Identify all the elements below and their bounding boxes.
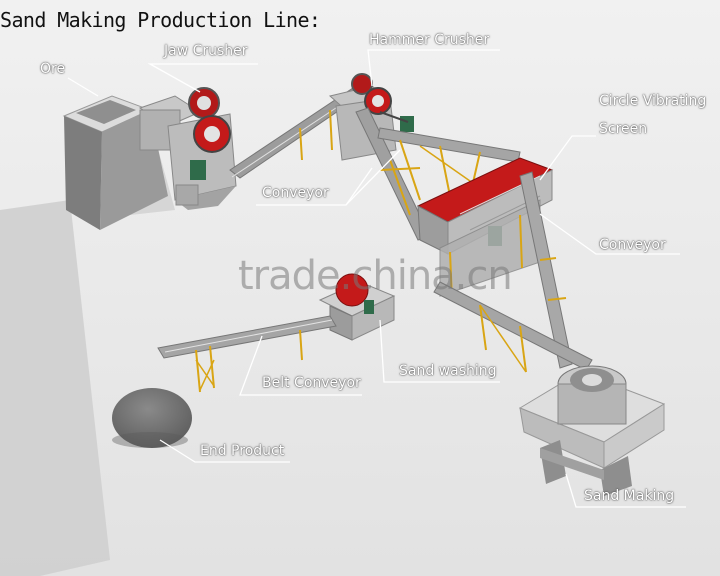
watermark: trade.china.cn bbox=[238, 253, 513, 299]
label-jaw-crusher: Jaw Crusher bbox=[164, 43, 248, 59]
label-hammer-crusher: Hammer Crusher bbox=[369, 32, 490, 48]
leader-hammer-crusher bbox=[367, 49, 500, 87]
ore-bin-shadow bbox=[0, 200, 110, 576]
leader-sand-making bbox=[565, 473, 686, 508]
leader-conveyor-right bbox=[539, 213, 680, 255]
leader-conveyor-left-2 bbox=[345, 167, 373, 206]
label-circle-vibrating-line2: Screen bbox=[599, 121, 648, 137]
leader-circle-vibrating-screen bbox=[539, 135, 596, 181]
conveyor-2 bbox=[355, 107, 431, 241]
label-end-product: End Product bbox=[200, 443, 285, 459]
label-conveyor-left: Conveyor bbox=[262, 185, 329, 201]
label-circle-vibrating-line1: Circle Vibrating bbox=[599, 93, 707, 109]
jaw-crusher bbox=[138, 87, 237, 210]
sand-making-machine bbox=[518, 365, 666, 496]
diagram-title: Sand Making Production Line: bbox=[0, 8, 321, 32]
label-sand-making: Sand Making bbox=[584, 488, 675, 504]
leader-jaw-crusher bbox=[147, 63, 258, 93]
leader-ore bbox=[67, 77, 99, 97]
label-belt-conveyor: Belt Conveyor bbox=[262, 375, 361, 391]
leader-sand-washing bbox=[379, 319, 500, 383]
leader-end-product bbox=[159, 439, 290, 463]
end-product-pile bbox=[112, 388, 192, 448]
leader-lines bbox=[67, 49, 686, 508]
label-ore: Ore bbox=[40, 61, 66, 77]
conveyor-3 bbox=[519, 171, 573, 369]
belt-conveyor bbox=[157, 315, 337, 393]
label-sand-washing: Sand washing bbox=[399, 363, 497, 379]
label-conveyor-right: Conveyor bbox=[599, 237, 666, 253]
leader-belt-conveyor bbox=[239, 335, 362, 396]
